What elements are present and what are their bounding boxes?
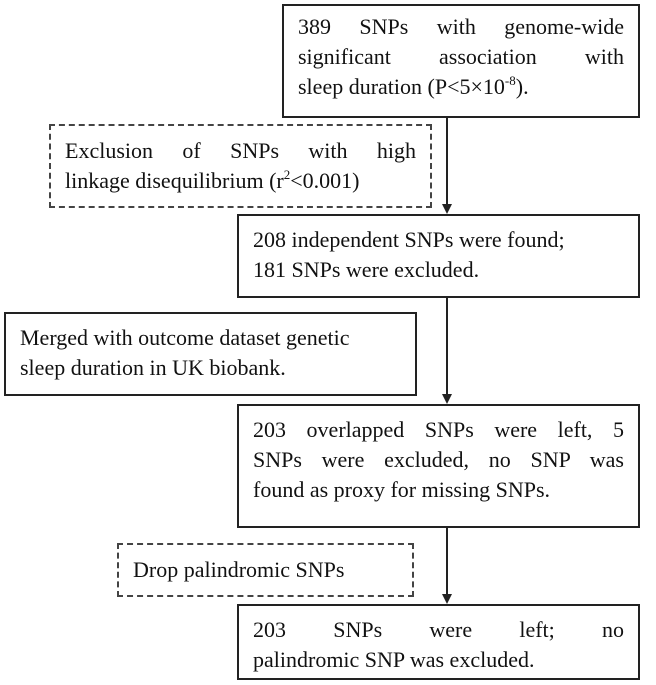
step2-box: 208 independent SNPs were found; 181 SNP… [237,214,640,298]
filter2-box: Merged with outcome dataset genetic slee… [4,312,417,396]
step2-line1: 208 independent SNPs were found; [253,227,565,252]
filter2-line1: Merged with outcome dataset genetic [20,325,350,350]
filter3-box: Drop palindromic SNPs [117,543,414,597]
step4-line2: palindromic SNP was excluded. [253,647,535,672]
filter1-line2: linkage disequilibrium (r2<0.001) [65,167,360,193]
step4-line1: 203 SNPs were left; no [253,617,624,642]
step1-line2: significant association with [298,44,624,69]
filter2-line2: sleep duration in UK biobank. [20,355,286,380]
step3-line2: SNPs were excluded, no SNP was [253,447,624,472]
step1-line1: 389 SNPs with genome-wide [298,14,624,39]
filter3-line1: Drop palindromic SNPs [133,557,345,582]
step1-line3: sleep duration (P<5×10-8). [298,73,529,99]
filter1-line1: Exclusion of SNPs with high [65,138,416,163]
step4-box: 203 SNPs were left; no palindromic SNP w… [237,604,640,680]
step3-line3: found as proxy for missing SNPs. [253,477,551,502]
step2-line2: 181 SNPs were excluded. [253,257,480,282]
step3-box: 203 overlapped SNPs were left, 5 SNPs we… [237,404,640,528]
step3-line1: 203 overlapped SNPs were left, 5 [253,417,624,442]
step1-box: 389 SNPs with genome-wide significant as… [282,4,640,118]
filter1-box: Exclusion of SNPs with high linkage dise… [49,124,432,208]
